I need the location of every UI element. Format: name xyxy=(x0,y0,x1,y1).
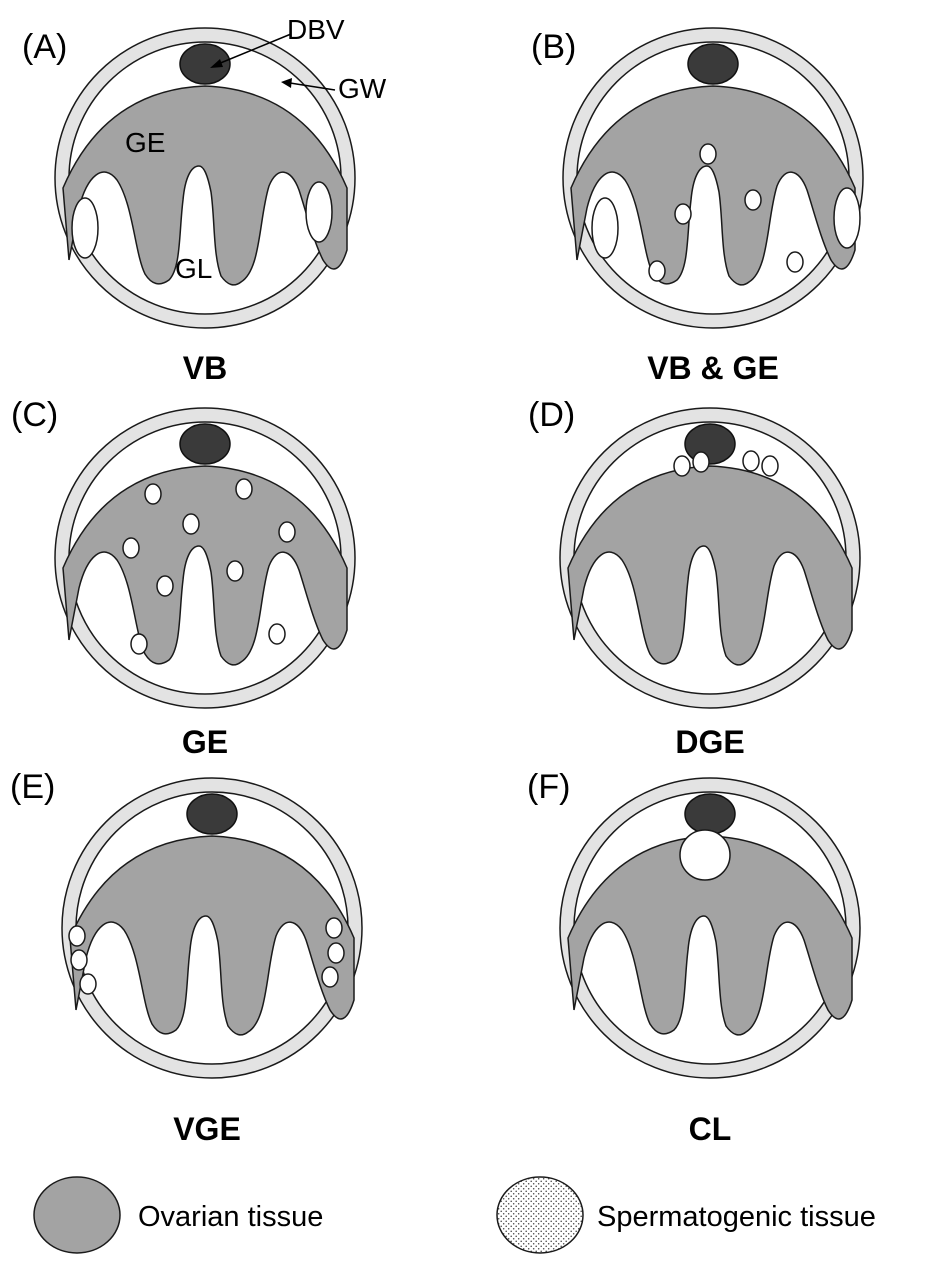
germ-cell xyxy=(786,251,804,273)
dorsal-blood-vessel xyxy=(179,43,231,85)
panel-c: (C) GE xyxy=(11,396,356,760)
germ-cell xyxy=(68,925,86,947)
panel-caption-c: GE xyxy=(182,724,228,760)
germinal-epithelium xyxy=(62,465,348,666)
germ-cell xyxy=(699,143,717,165)
gonad-cross-section xyxy=(54,27,356,329)
vitellogenic-oocytes xyxy=(71,181,333,259)
panel-caption-b: VB & GE xyxy=(647,350,779,386)
legend-label-ovarian: Ovarian tissue xyxy=(138,1201,323,1233)
panel-d: (D) DGE xyxy=(528,396,861,760)
panel-caption-a: VB xyxy=(183,350,227,386)
panel-caption-f: CL xyxy=(689,1111,732,1147)
legend-label-spermatogenic: Spermatogenic tissue xyxy=(597,1201,876,1233)
germ-cell xyxy=(144,483,162,505)
germ-cell xyxy=(70,949,88,971)
germ-cell xyxy=(325,917,343,939)
central-lumen xyxy=(679,829,731,881)
germ-cell xyxy=(744,189,762,211)
germ-cell xyxy=(673,455,691,477)
germ-cell xyxy=(648,260,666,282)
vitellogenic-oocyte xyxy=(71,197,99,259)
dorsal-blood-vessel xyxy=(179,423,231,465)
germ-cells xyxy=(648,143,804,282)
panel-e: (E) VGE xyxy=(10,768,363,1147)
panel-caption-d: DGE xyxy=(675,724,744,760)
germ-cell xyxy=(674,203,692,225)
vitellogenic-oocyte xyxy=(833,187,861,249)
dorsal-blood-vessel xyxy=(684,793,736,835)
legend-item-spermatogenic: Spermatogenic tissue xyxy=(496,1176,876,1254)
gonad-cross-section xyxy=(54,407,356,709)
panel-a: (A) DBV GW GE GL VB xyxy=(22,14,387,386)
dbv-pointer-line xyxy=(217,33,292,65)
germ-cell xyxy=(130,633,148,655)
germ-cells xyxy=(68,917,345,995)
germ-cell xyxy=(761,455,779,477)
panel-label-b: (B) xyxy=(531,28,576,66)
gw-arrowhead xyxy=(281,78,292,88)
vitellogenic-oocyte xyxy=(305,181,333,243)
ge-label: GE xyxy=(125,127,165,158)
germinal-epithelium xyxy=(567,465,853,666)
legend-swatch-spermatogenic xyxy=(496,1176,584,1254)
dorsal-blood-vessel xyxy=(186,793,238,835)
germ-cell xyxy=(327,942,345,964)
dbv-label: DBV xyxy=(287,14,345,45)
germ-cell xyxy=(235,478,253,500)
panel-caption-e: VGE xyxy=(173,1111,241,1147)
panel-b: (B) VB & GE xyxy=(531,27,864,386)
legend: Ovarian tissue Spermatogenic tissue xyxy=(33,1176,876,1254)
panel-label-c: (C) xyxy=(11,396,58,434)
panel-label-a: (A) xyxy=(22,28,67,66)
germinal-epithelium xyxy=(69,835,355,1036)
germ-cell xyxy=(182,513,200,535)
dbv-arrowhead xyxy=(210,59,223,68)
legend-swatch-ovarian xyxy=(33,1176,121,1254)
gonad-cross-section xyxy=(559,407,861,709)
germ-cell xyxy=(268,623,286,645)
gl-label: GL xyxy=(175,253,212,284)
dorsal-blood-vessel xyxy=(684,423,736,465)
germ-cell xyxy=(692,451,710,473)
panel-label-d: (D) xyxy=(528,396,575,434)
germ-cell xyxy=(742,450,760,472)
vitellogenic-oocytes xyxy=(591,187,861,259)
gonad-cross-section xyxy=(562,27,864,329)
gonad-cross-section xyxy=(559,777,861,1079)
germ-cell xyxy=(79,973,97,995)
germ-cells xyxy=(673,450,779,477)
gonad-cross-section xyxy=(61,777,363,1079)
germ-cell xyxy=(156,575,174,597)
germ-cell xyxy=(226,560,244,582)
germinal-epithelium xyxy=(62,85,348,286)
panel-label-e: (E) xyxy=(10,768,55,806)
gw-label: GW xyxy=(338,73,387,104)
legend-item-ovarian: Ovarian tissue xyxy=(33,1176,323,1254)
vitellogenic-oocyte xyxy=(591,197,619,259)
germ-cells xyxy=(122,478,296,655)
dorsal-blood-vessel xyxy=(687,43,739,85)
germ-cell xyxy=(278,521,296,543)
germ-cell xyxy=(321,966,339,988)
panel-f: (F) CL xyxy=(527,768,861,1147)
gw-pointer-line xyxy=(289,82,336,91)
germinal-epithelium xyxy=(567,835,853,1036)
panel-label-f: (F) xyxy=(527,768,570,806)
germ-cell xyxy=(122,537,140,559)
